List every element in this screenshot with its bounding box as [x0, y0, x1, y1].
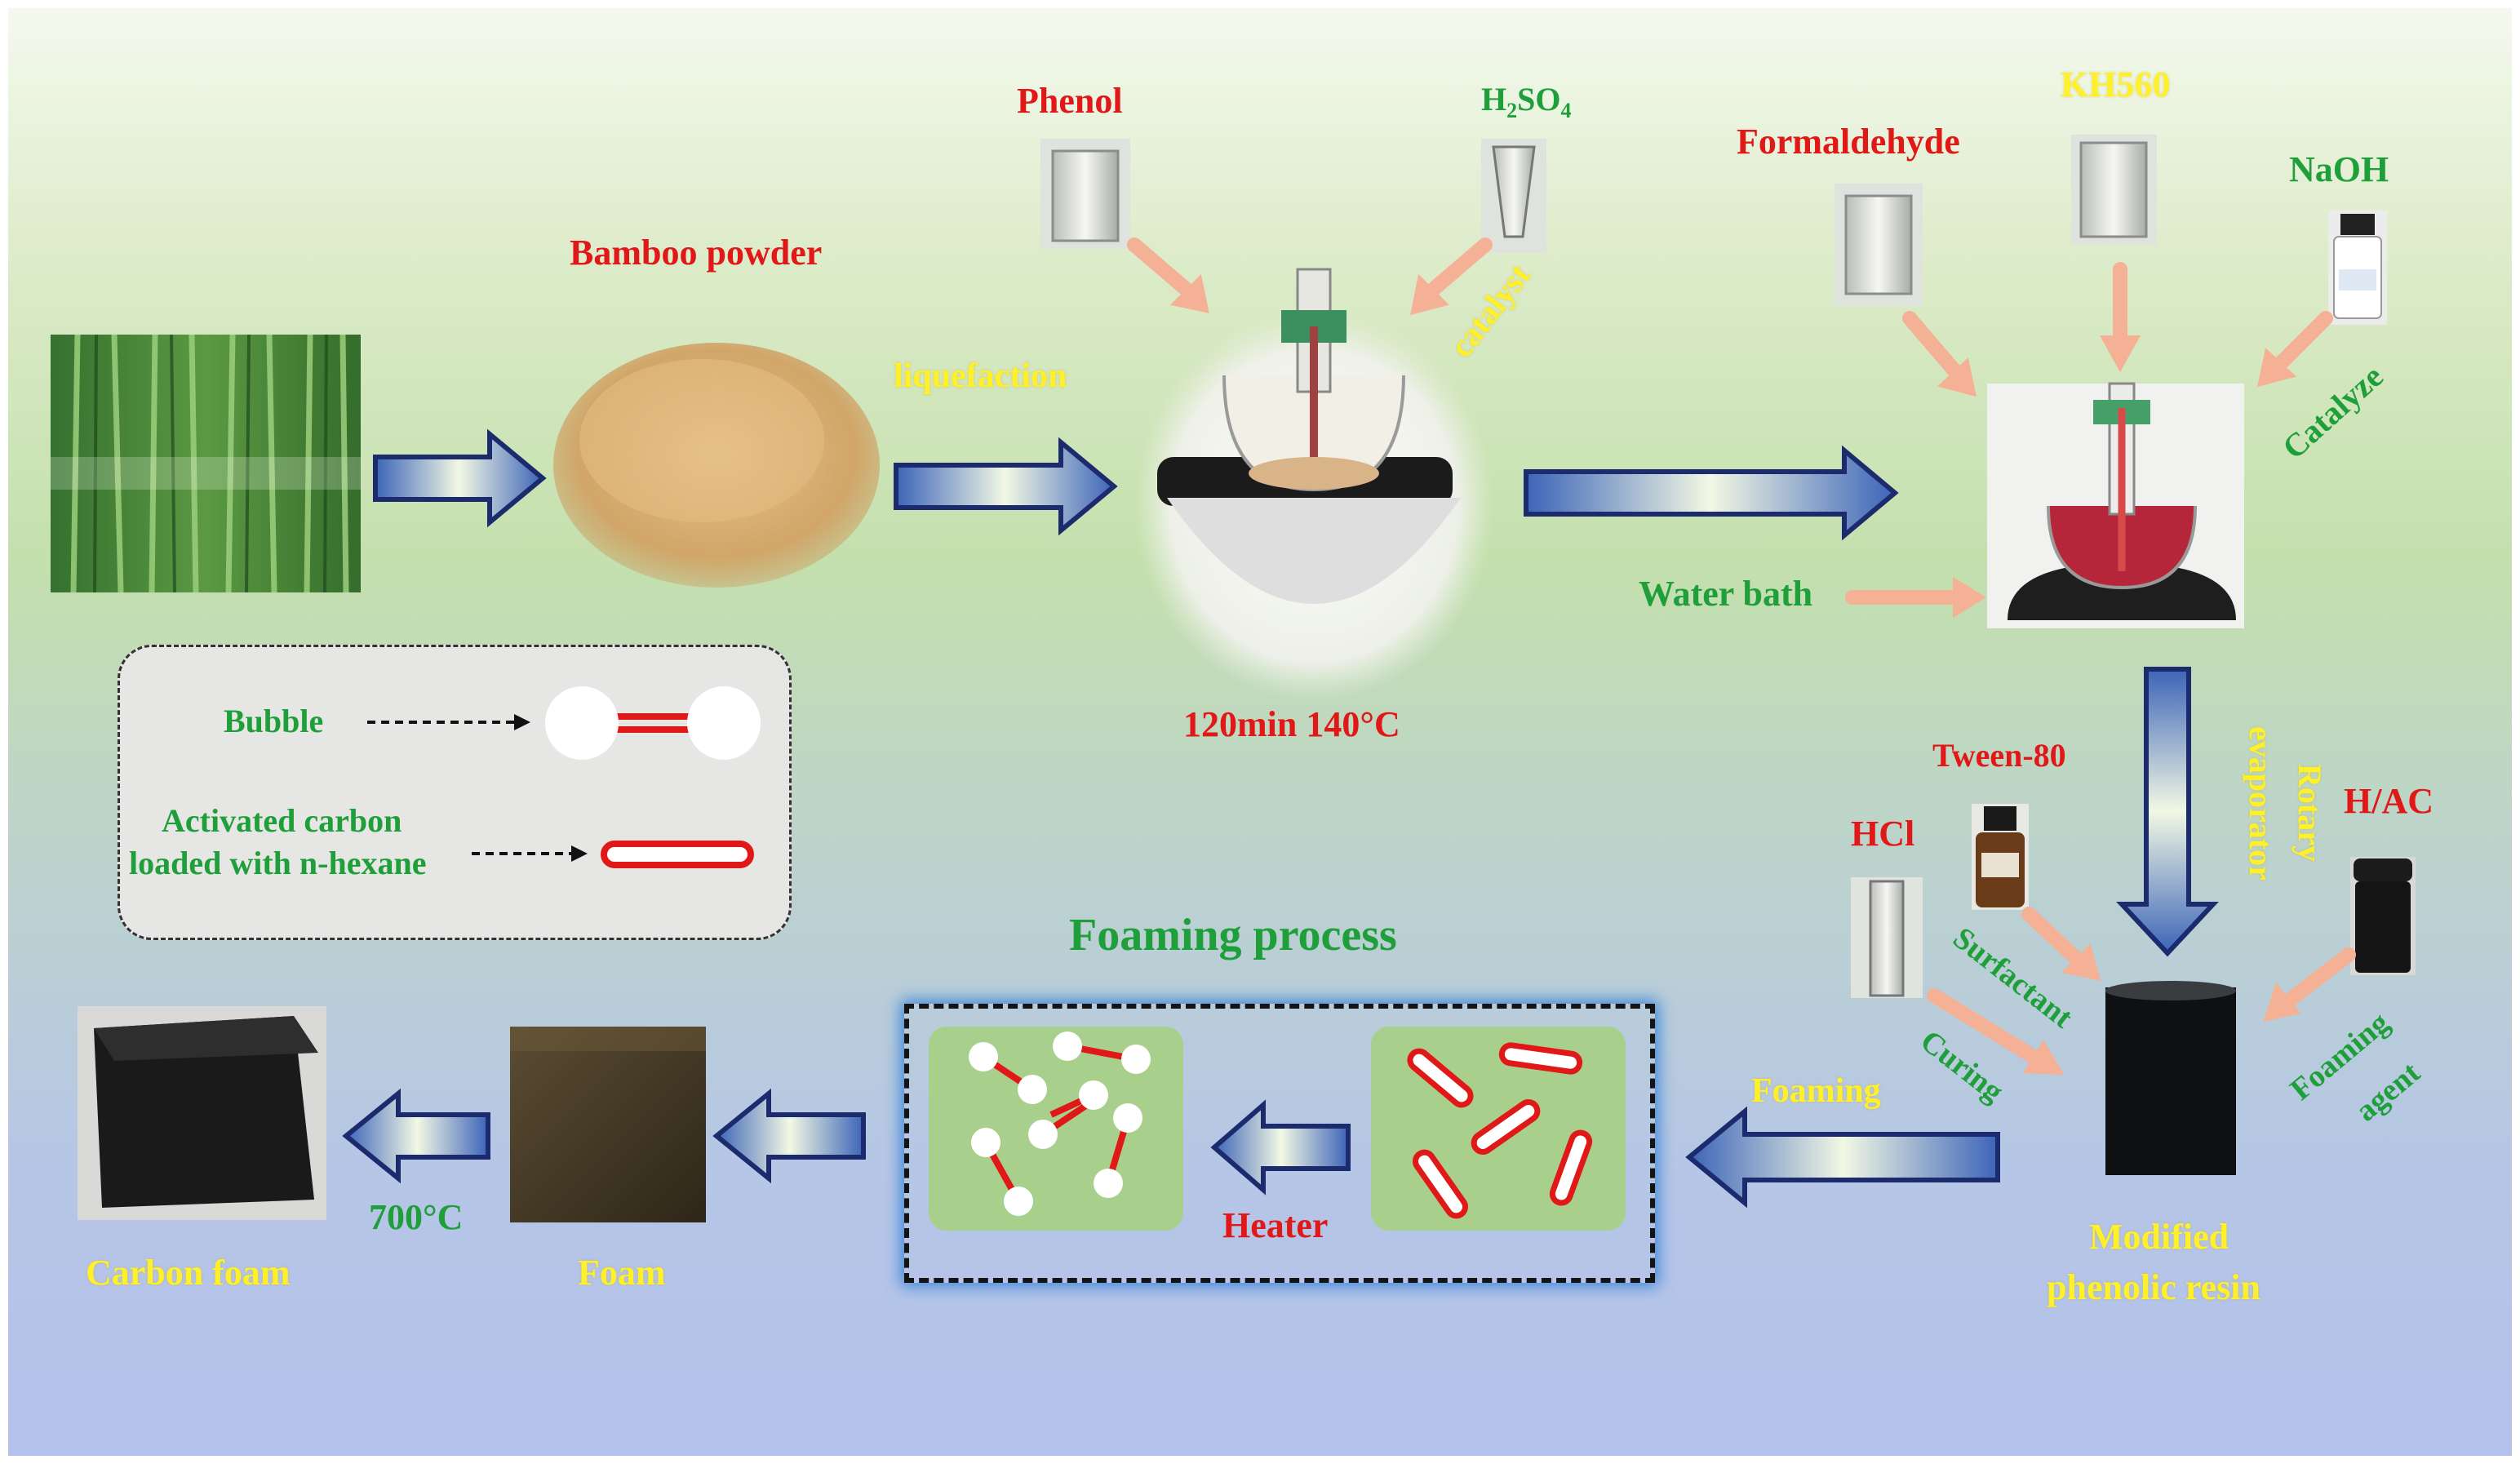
activated-carbon-panel [1371, 1027, 1626, 1231]
tween80-label: Tween-80 [1932, 737, 2066, 774]
hac-jar-image [2350, 857, 2416, 975]
h2so4-cylinder-image [1481, 139, 1546, 253]
temp-time-label: 120min 140°C [1183, 704, 1400, 744]
process-arrow-to-foam [712, 1088, 866, 1184]
h2so4-sub2: 2 [1506, 99, 1518, 122]
modified-resin-beaker-image [2105, 981, 2236, 1175]
phenol-beaker-image [1040, 139, 1130, 249]
legend-ac-label-2: loaded with n-hexane [129, 845, 427, 881]
carbon-foam-image [78, 1006, 326, 1220]
temp-700-label: 700°C [369, 1197, 464, 1237]
bamboo-image [51, 334, 361, 593]
process-arrow-foaming [1685, 1106, 2000, 1209]
water-bath-label: Water bath [1639, 574, 1813, 614]
process-arrow-heater [1210, 1099, 1351, 1196]
reactor-liquefaction-image [1134, 268, 1493, 702]
heater-label: Heater [1222, 1205, 1329, 1245]
legend-ac-label-1: Activated carbon [162, 802, 402, 839]
bubble-panel [929, 1027, 1183, 1231]
modified-resin-label-2: phenolic resin [2047, 1267, 2261, 1307]
feed-arrow-kh560 [2099, 262, 2141, 373]
process-arrow-down [2116, 667, 2219, 957]
foam-image [510, 1027, 706, 1222]
process-arrow-2 [894, 437, 1118, 536]
process-arrow-3 [1524, 445, 1899, 541]
h2so4-h: H [1481, 81, 1507, 118]
naoh-bottle-image [2328, 211, 2387, 325]
tween80-bottle-image [1972, 804, 2029, 910]
process-arrow-1 [373, 428, 547, 528]
h2so4-sub4: 4 [1560, 99, 1572, 122]
formaldehyde-beaker-image [1835, 184, 1923, 306]
feed-arrow-formaldehyde [1902, 311, 1977, 397]
legend-box [118, 645, 792, 940]
liquefaction-label: liquefaction [894, 357, 1067, 395]
naoh-label: NaOH [2289, 149, 2389, 189]
foaming-label: Foaming [1751, 1072, 1881, 1110]
kh560-beaker-image [2071, 135, 2157, 245]
foam-label: Foam [578, 1253, 666, 1293]
kh560-label: KH560 [2061, 64, 2171, 104]
h2so4-label: H2SO4 [1481, 83, 1571, 122]
legend-bubble-label: Bubble [224, 703, 324, 739]
phenol-label: Phenol [1017, 81, 1123, 121]
foaming-process-box [904, 1004, 1655, 1283]
bamboo-powder-label: Bamboo powder [570, 233, 823, 273]
foaming-process-title: Foaming process [1069, 910, 1397, 960]
rotary-label: Rotary [2292, 764, 2328, 862]
hcl-cylinder-image [1851, 877, 1923, 998]
hac-label: H/AC [2344, 781, 2433, 821]
formaldehyde-label: Formaldehyde [1737, 122, 1960, 162]
reactor-water-bath-image [1987, 382, 2244, 628]
modified-resin-label-1: Modified [2089, 1217, 2229, 1257]
feed-arrow-surfactant [2021, 907, 2101, 981]
process-arrow-to-carbon [342, 1088, 490, 1184]
feed-arrow-phenol [1127, 237, 1209, 313]
h2so4-so: SO [1517, 81, 1561, 118]
feed-arrow-foaming-agent [2263, 947, 2356, 1023]
hcl-label: HCl [1851, 814, 1915, 854]
feed-arrow-water-bath [1845, 576, 1986, 619]
feed-arrow-naoh [2257, 311, 2333, 388]
feed-arrow-h2so4 [1410, 237, 1493, 316]
evaporator-label: evaporator [2243, 726, 2279, 881]
bamboo-powder-image [553, 343, 880, 588]
feed-arrow-curing [1927, 988, 2065, 1076]
carbon-foam-label: Carbon foam [86, 1253, 291, 1293]
